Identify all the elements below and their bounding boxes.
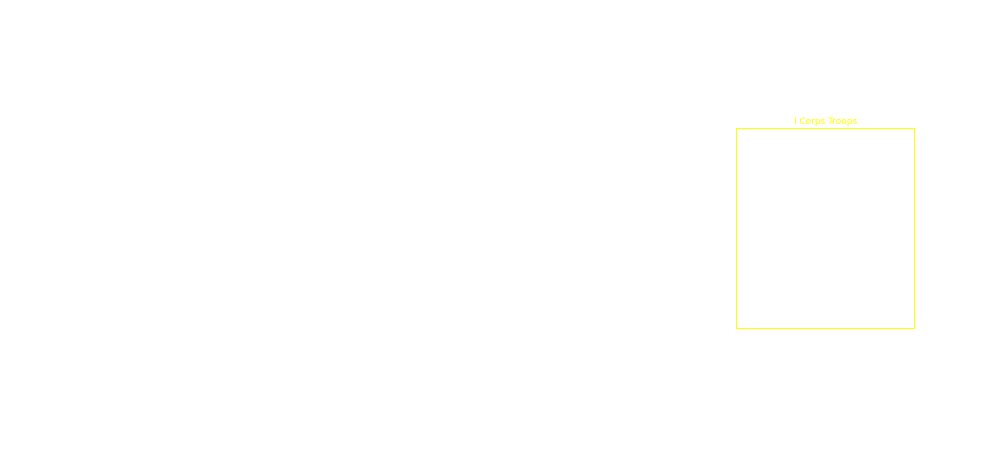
corps-unit-label: I Corps Troops xyxy=(793,117,858,127)
corps-unit-box xyxy=(736,128,915,329)
